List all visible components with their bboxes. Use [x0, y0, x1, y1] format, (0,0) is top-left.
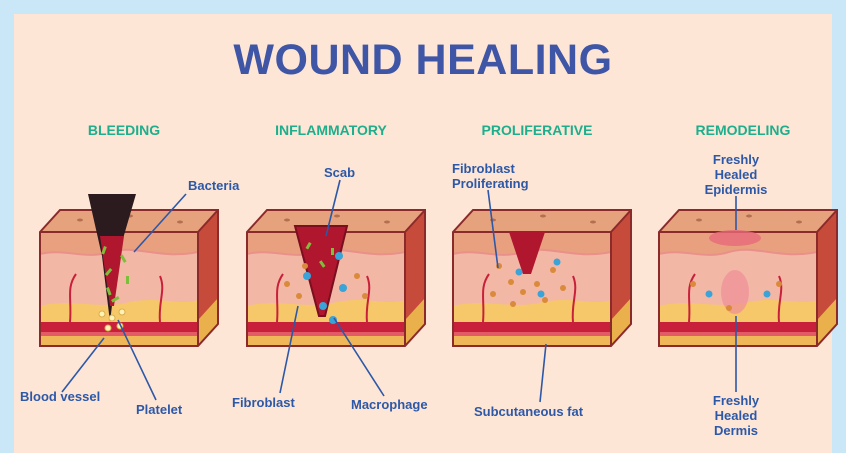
- label-dermis-line3: Dermis: [696, 423, 776, 438]
- label-dermis-line2: Healed: [696, 408, 776, 423]
- label-freshly-healed-dermis: Freshly Healed Dermis: [696, 393, 776, 438]
- healed-dermis-mark: [721, 270, 749, 314]
- label-fibroblast-proliferating-line1: Fibroblast: [452, 161, 529, 176]
- label-fibroblast-proliferating: Fibroblast Proliferating: [452, 161, 529, 191]
- remodeling-skin-block: [659, 210, 837, 346]
- label-macrophage: Macrophage: [351, 397, 428, 412]
- stage-heading-inflammatory: INFLAMMATORY: [241, 122, 421, 138]
- label-epidermis-line1: Freshly: [696, 152, 776, 167]
- stage-heading-proliferative: PROLIFERATIVE: [447, 122, 627, 138]
- label-bacteria: Bacteria: [188, 178, 239, 193]
- label-dermis-line1: Freshly: [696, 393, 776, 408]
- stage-heading-bleeding: BLEEDING: [34, 122, 214, 138]
- label-blood-vessel: Blood vessel: [20, 389, 100, 404]
- label-freshly-healed-epidermis: Freshly Healed Epidermis: [696, 152, 776, 197]
- bleeding-skin-block: [40, 194, 218, 346]
- page-title: WOUND HEALING: [0, 36, 846, 85]
- label-epidermis-line2: Healed: [696, 167, 776, 182]
- label-platelet: Platelet: [136, 402, 182, 417]
- proliferative-skin-block: [453, 210, 631, 346]
- label-fibroblast: Fibroblast: [232, 395, 295, 410]
- label-scab: Scab: [324, 165, 355, 180]
- inflammatory-skin-block: [247, 210, 425, 346]
- stage-heading-remodeling: REMODELING: [653, 122, 833, 138]
- healed-epidermis-mark: [709, 230, 761, 246]
- label-subcutaneous-fat: Subcutaneous fat: [474, 404, 583, 419]
- label-epidermis-line3: Epidermis: [696, 182, 776, 197]
- label-fibroblast-proliferating-line2: Proliferating: [452, 176, 529, 191]
